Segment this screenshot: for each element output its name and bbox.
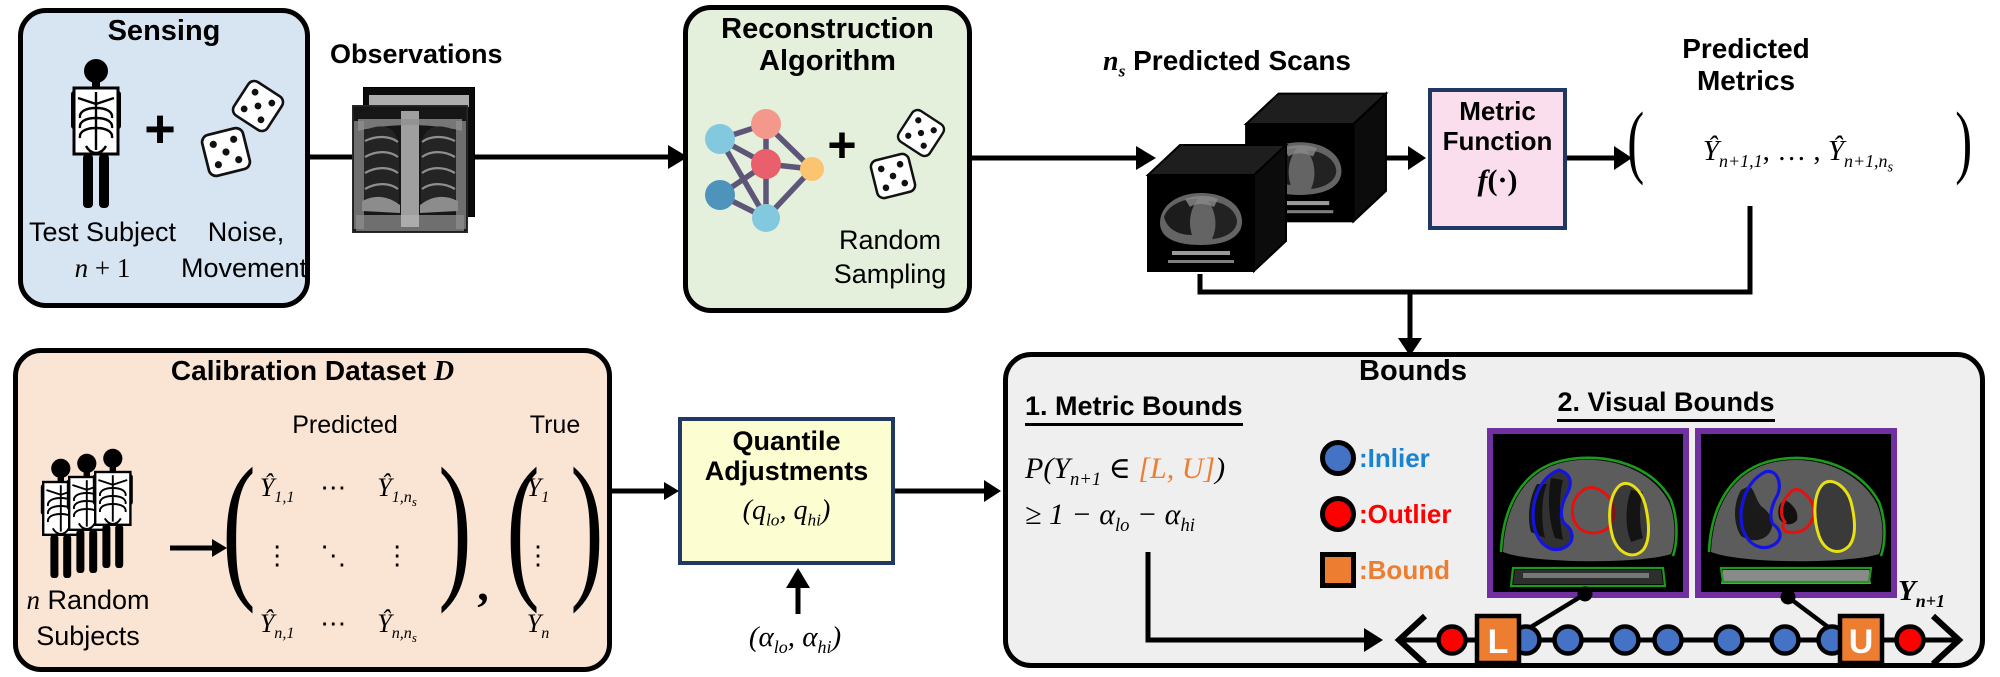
metric-function-box [1428,88,1567,230]
pm-paren-right: ) [1955,95,1973,186]
predicted-metrics-title-2: Metrics [1696,65,1796,96]
ct-segmentation-image-1 [1487,428,1689,598]
matrix-paren-right: ) [438,436,472,615]
predicted-metrics-title-1: Predicted [1682,33,1810,64]
calibration-caption-2: Subjects [36,621,140,651]
sensing-caption-n1: n + 1 [20,253,185,284]
sensing-plus: + [144,99,176,159]
axis-right-arrow-icon [1930,613,1964,667]
predicted-scans-label: ns Predicted Scans [1103,45,1433,81]
inlier-points [1510,624,1848,656]
truevec-cell: Y1 [526,473,550,507]
reconstruction-caption-1: Random [838,225,942,255]
matrix-cell: Ŷn,ns [377,609,417,646]
calibration-col-predicted: Predicted [292,411,398,439]
axis-left-arrow-icon [1394,613,1428,667]
quantile-title-1: Quantile [732,426,841,456]
sensing-caption-subject: Test Subject [28,217,177,247]
outlier-marker-icon [1320,496,1356,532]
matrix-cell: ⋯ [320,473,347,502]
outlier-point [1894,624,1926,656]
outlier-point [1436,624,1468,656]
matrix-cell: ⋯ [320,609,347,638]
metric-function-title-2: Function [1442,126,1553,156]
metric-bounds-formula-2: ≥ 1 − αlo − αhi [1025,498,1195,536]
quantile-formula: (qlo, qhi) [742,495,831,530]
upper-bound-label: U [1849,623,1874,661]
legend-outlier: :Outlier [1320,496,1451,532]
image2-pointer-dot [1780,589,1796,605]
quantile-box [678,417,895,565]
matrix-cell: ⋱ [320,541,347,570]
predicted-metrics-formula: Ŷn+1,1, … , Ŷn+1,ns [1702,135,1894,176]
legend-outlier-label: :Outlier [1359,498,1452,529]
matrix-comma: , [477,559,489,610]
sensing-box [18,8,310,308]
var-n: n [74,253,89,283]
neural-network-icon [705,109,824,232]
calibration-col-true: True [529,411,581,439]
chest-xray-image [352,105,468,233]
truevec-cell: ⋮ [525,541,551,570]
observations-label: Observations [330,39,503,69]
image1-pointer-dot [1577,586,1593,602]
calibration-caption-1: n Random [26,585,150,615]
truevec-paren-left: ( [506,436,540,615]
sensing-caption-noise: Noise, [207,217,285,247]
metric-bounds-formula-1: P(Yn+1 ∈ [L, U]) [1025,452,1226,490]
plus-one: + 1 [88,253,131,283]
matrix-cell: ⋮ [384,541,411,570]
var-ns: ns [1103,46,1126,81]
reconstruction-plus: + [827,117,857,173]
matrix-paren-left: ( [222,436,256,615]
reconstruction-title-2: Algorithm [759,45,896,77]
legend-inlier-label: :Inlier [1359,442,1430,473]
calibration-matrix: Ŷ1,1 ⋯ Ŷ1,ns ⋮ ⋱ ⋮ Ŷn,1 ⋯ Ŷn,ns [246,454,436,658]
ct-slice-lower-bound [1493,434,1683,592]
y-next-label: Yn+1 [1898,575,1945,611]
pm-paren-left: ( [1627,95,1645,186]
metric-function-title-1: Metric [1459,96,1536,126]
ct-slice-upper-bound [1701,434,1891,592]
interval-LU: [L, U] [1138,452,1216,485]
sensing-caption-movement: Movement [180,253,308,283]
legend-bound-label: :Bound [1359,554,1450,585]
upper-bound-marker [1837,613,1885,666]
subjects-group-icon [40,448,135,580]
reconstruction-caption-2: Sampling [833,259,947,289]
bounds-title: Bounds [1359,355,1467,387]
legend-bound: :Bound [1320,552,1450,588]
bound-marker-icon [1320,552,1356,588]
lower-bound-marker [1474,613,1522,666]
truevec-cell: Yn [526,609,550,643]
quantile-title-2: Adjustments [704,456,869,486]
calibration-true-vector: Y1 ⋮ Yn [516,454,560,658]
dice-icon [199,77,287,179]
matrix-cell: ⋮ [264,541,291,570]
legend-inlier: :Inlier [1320,440,1430,476]
lower-bound-label: L [1488,623,1509,661]
var-n: n [26,585,40,615]
dice-icon-2 [868,106,948,201]
person-xray-icon [70,58,122,210]
script-d: D [433,356,455,387]
ct-segmentation-image-2 [1695,428,1897,598]
visual-bounds-heading: 2. Visual Bounds [1490,387,1842,422]
matrix-cell: Ŷ1,ns [377,473,417,510]
sensing-title: Sensing [107,15,221,47]
matrix-cell: Ŷ1,1 [259,473,295,507]
ct-scan-cube-front-icon [1147,144,1287,272]
metric-function-f: f(·) [1477,164,1518,197]
bounds-number-line: L U [1394,586,1964,667]
truevec-paren-right: ) [570,436,604,615]
matrix-cell: Ŷn,1 [259,609,295,643]
predicted-scans-text: Predicted Scans [1133,45,1351,76]
metric-bounds-heading: 1. Metric Bounds [1025,391,1315,426]
alpha-input-label: (αlo, αhi) [748,621,842,657]
calibration-title: Calibration Dataset D [170,355,455,387]
reconstruction-title-1: Reconstruction [721,13,934,45]
inlier-marker-icon [1320,440,1356,476]
